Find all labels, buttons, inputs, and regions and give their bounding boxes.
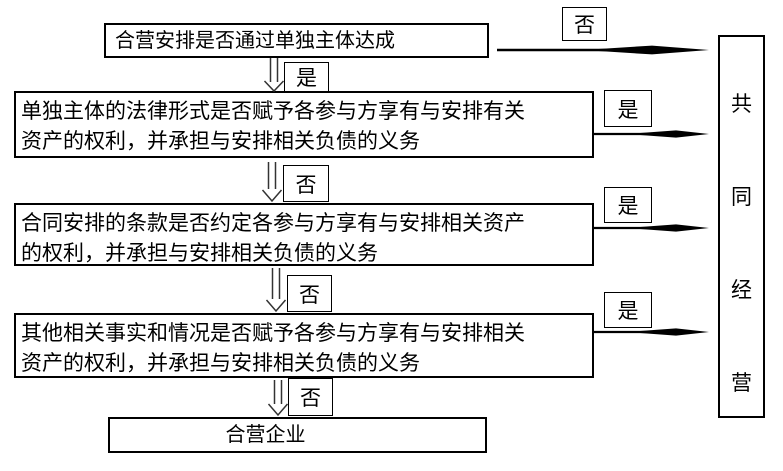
arrow-q1-no-right xyxy=(497,45,709,55)
node-q2-line2: 资产的权利，并承担与安排相关负债的义务 xyxy=(21,129,420,153)
arrow-q2-yes-right xyxy=(594,130,709,138)
arrow-q2-no-down xyxy=(261,162,283,203)
node-q2-line1: 单独主体的法律形式是否赋予各参与方享有与安排有关 xyxy=(21,99,525,123)
node-joint-operation: 共 同 经 营 xyxy=(718,35,765,418)
node-q2-legal-form: 单独主体的法律形式是否赋予各参与方享有与安排有关 资产的权利，并承担与安排相关负… xyxy=(14,91,594,158)
label-q1-no: 否 xyxy=(562,7,607,41)
label-q2-no: 否 xyxy=(283,165,329,202)
joint-operation-char-4: 营 xyxy=(731,371,752,395)
arrow-q1-yes-down xyxy=(263,58,285,93)
node-joint-venture: 合营企业 xyxy=(108,417,487,453)
label-q2-yes: 是 xyxy=(604,90,652,127)
node-q3-line2: 的权利，并承担与安排相关负债的义务 xyxy=(21,241,378,265)
arrow-q3-yes-right xyxy=(594,224,709,232)
arrow-q3-no-down xyxy=(265,268,287,313)
node-q3-line1: 合同安排的条款是否约定各参与方享有与安排相关资产 xyxy=(21,211,525,235)
label-q3-no: 否 xyxy=(287,275,332,312)
node-q1-separate-vehicle: 合营安排是否通过单独主体达成 xyxy=(104,23,489,58)
node-joint-venture-text: 合营企业 xyxy=(225,424,306,446)
joint-operation-char-3: 经 xyxy=(731,278,752,302)
label-q4-yes: 是 xyxy=(604,292,652,328)
joint-operation-char-2: 同 xyxy=(731,185,752,209)
node-q3-contract-terms: 合同安排的条款是否约定各参与方享有与安排相关资产 的权利，并承担与安排相关负债的… xyxy=(14,203,594,266)
arrow-q4-no-down xyxy=(267,380,289,417)
node-q4-other-facts: 其他相关事实和情况是否赋予各参与方享有与安排相关 资产的权利，并承担与安排相关负… xyxy=(14,313,594,378)
joint-operation-char-1: 共 xyxy=(731,92,752,116)
label-q4-no: 否 xyxy=(288,378,333,416)
label-q1-yes: 是 xyxy=(284,62,329,92)
label-q3-yes: 是 xyxy=(604,187,652,223)
arrow-q4-yes-right xyxy=(594,328,709,336)
node-q4-line1: 其他相关事实和情况是否赋予各参与方享有与安排相关 xyxy=(21,321,525,345)
node-q1-text: 合营安排是否通过单独主体达成 xyxy=(115,30,395,52)
node-q4-line2: 资产的权利，并承担与安排相关负债的义务 xyxy=(21,351,420,375)
